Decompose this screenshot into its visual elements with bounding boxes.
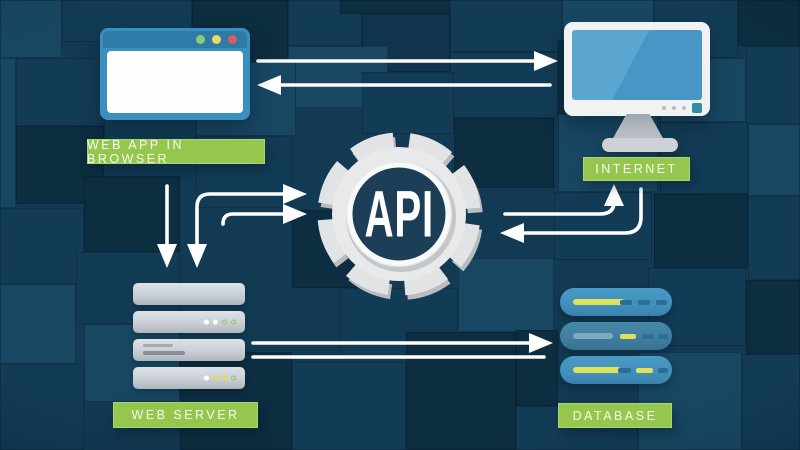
database-bar <box>573 333 613 339</box>
database-dash <box>636 368 653 373</box>
arrow-api-to-internet <box>503 184 624 216</box>
browser-dot-green-icon <box>196 35 205 44</box>
arrow-internet-to-browser <box>257 75 552 95</box>
background-tile <box>0 364 84 450</box>
server-vent-line <box>143 344 173 347</box>
database-bar <box>573 367 621 373</box>
background-tile <box>0 0 62 58</box>
database-dash <box>620 300 632 305</box>
database-bar <box>573 299 625 305</box>
background-tile <box>340 0 460 14</box>
monitor-dot-icon <box>682 106 686 110</box>
background-tile <box>748 196 800 280</box>
database-dash <box>642 334 654 339</box>
background-tile <box>450 0 562 52</box>
background-tile <box>84 324 180 402</box>
database-dash <box>656 300 667 305</box>
label-web-server: WEB SERVER <box>113 402 258 428</box>
database-dash <box>618 368 631 373</box>
background-tile <box>554 192 652 260</box>
arrow-internet-to-api <box>500 187 643 243</box>
monitor-dot-icon <box>662 106 666 110</box>
browser-dot-red-icon <box>228 35 237 44</box>
background-tile <box>746 280 800 354</box>
arrow-browser-to-server <box>157 184 177 268</box>
browser-window-icon <box>100 28 250 120</box>
background-tile <box>292 362 406 450</box>
background-tile <box>458 258 554 332</box>
server-slab <box>133 283 245 305</box>
database-slab <box>560 288 672 316</box>
background-tile <box>748 124 800 196</box>
server-slab <box>133 339 245 361</box>
monitor-chin <box>662 102 702 114</box>
background-tile <box>362 72 454 134</box>
database-stack-icon <box>560 288 672 390</box>
background-tile <box>746 46 800 124</box>
label-internet: INTERNET <box>583 157 690 181</box>
server-slab <box>133 311 245 333</box>
background-tile <box>16 58 102 126</box>
monitor-power-button-icon <box>692 103 702 113</box>
database-slab <box>560 322 672 350</box>
server-vent-line <box>143 351 185 355</box>
label-web-app-in-browser: WEB APP IN BROWSER <box>87 138 265 166</box>
server-stack-icon <box>133 283 245 395</box>
arrow-server-to-database <box>251 333 553 359</box>
background-tile <box>738 0 800 46</box>
browser-titlebar <box>103 31 247 48</box>
browser-content-area <box>107 51 243 113</box>
background-tile <box>0 58 16 208</box>
background-tile <box>654 194 748 268</box>
api-label: API <box>364 176 434 251</box>
database-dash <box>658 368 668 373</box>
background-tile <box>0 284 76 364</box>
database-dash <box>658 334 668 339</box>
arrow-browser-to-internet <box>256 51 558 71</box>
background-tile <box>406 332 516 450</box>
monitor-stand-base <box>602 138 678 152</box>
label-database: DATABASE <box>558 403 672 428</box>
server-led-lights-icon <box>204 375 236 381</box>
server-slab <box>133 367 245 389</box>
database-slab <box>560 356 672 384</box>
monitor-screen <box>572 30 702 100</box>
arrow-browser-to-api-elbow <box>187 184 307 268</box>
database-dash <box>638 300 650 305</box>
background-tile <box>84 176 180 252</box>
browser-dot-yellow-icon <box>212 35 221 44</box>
background-tile <box>0 208 84 284</box>
monitor-dot-icon <box>672 106 676 110</box>
api-gear-icon <box>317 132 483 300</box>
arrow-browser-to-api-hook <box>221 204 307 226</box>
desktop-monitor-icon <box>564 22 710 116</box>
background-tile <box>742 354 800 450</box>
server-led-lights-icon <box>204 319 236 325</box>
database-dash <box>620 334 636 339</box>
